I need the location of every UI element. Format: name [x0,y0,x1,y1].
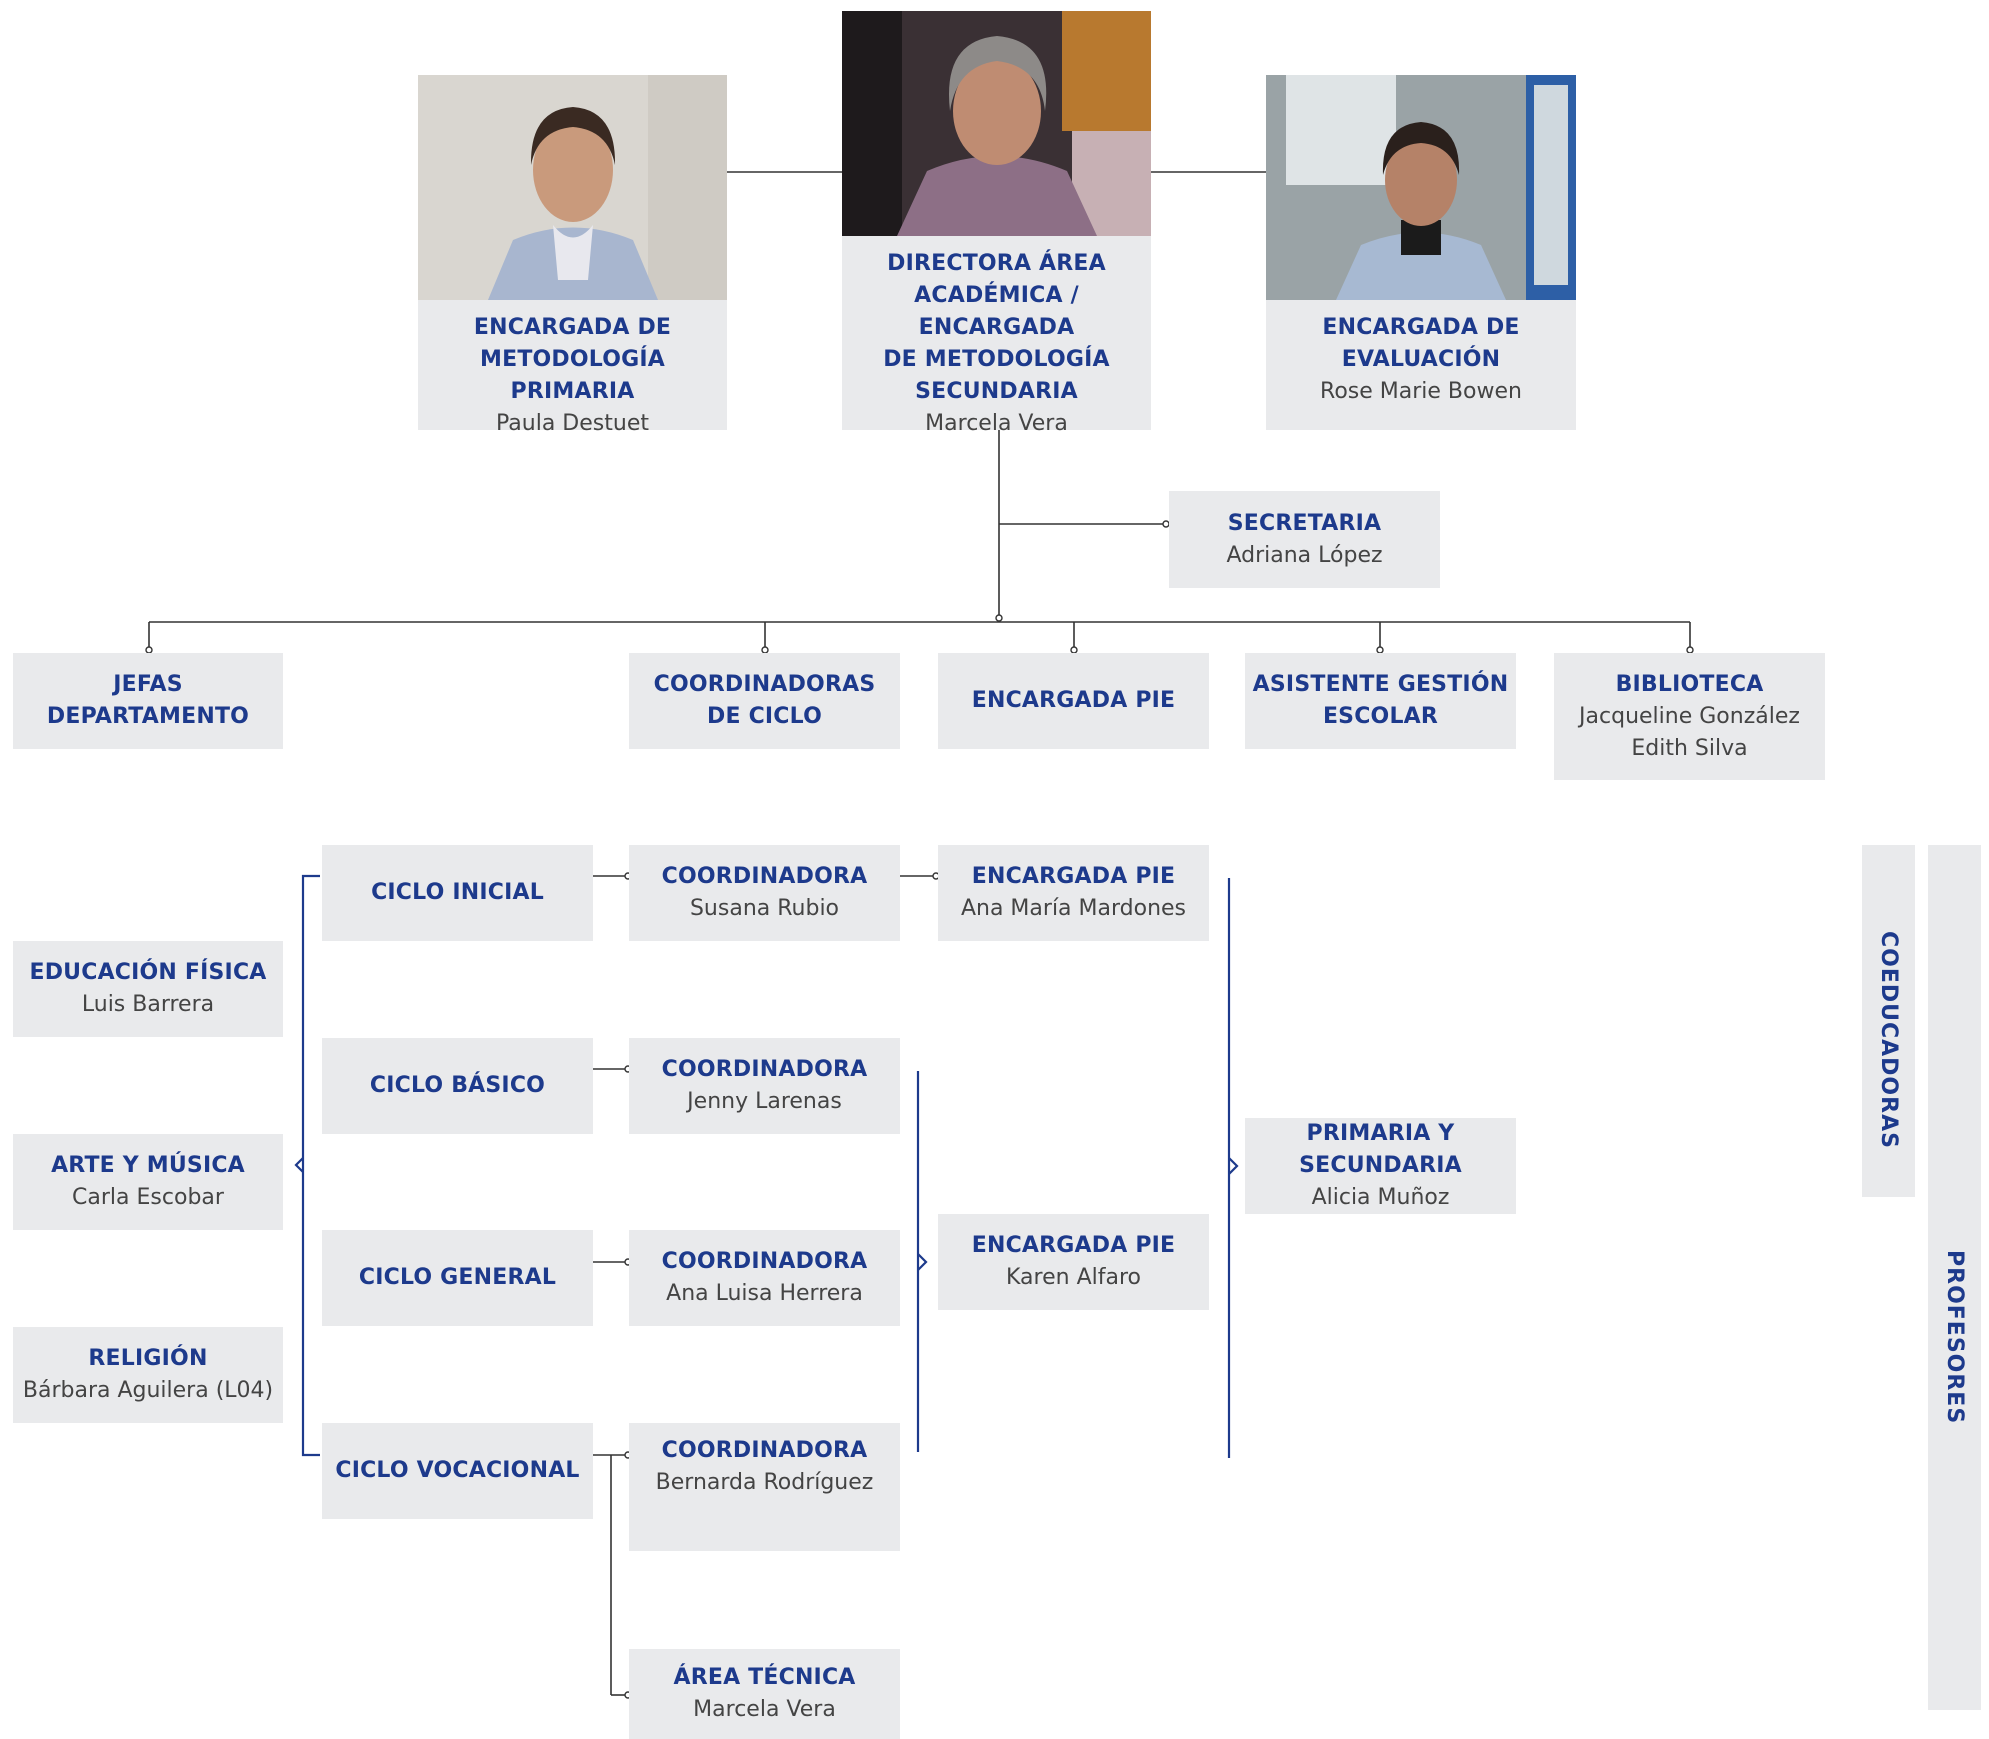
title-line: COORDINADORAS [653,672,876,697]
card-title: EDUCACIÓN FÍSICA [29,960,267,985]
title-line: DIRECTORA ÁREA [887,251,1106,276]
person-name: Alicia Muñoz [1311,1185,1450,1210]
card-evaluacion: ENCARGADA DE EVALUACIÓN Rose Marie Bowen [1266,75,1576,430]
card-asistente-gestion: ASISTENTE GESTIÓN ESCOLAR [1245,653,1516,749]
person-name: Jenny Larenas [687,1089,842,1114]
card-pie-mardones: ENCARGADA PIE Ana María Mardones [938,845,1209,941]
person-name: Paula Destuet [496,411,649,436]
title-line: SECUNDARIA [915,379,1078,404]
title-line: ENCARGADA DE [473,315,672,340]
card-ciclo-vocacional: CICLO VOCACIONAL [322,1423,593,1519]
person-name: Adriana López [1226,542,1383,568]
person-name: Edith Silva [1631,735,1748,761]
card-ciclo-inicial: CICLO INICIAL [322,845,593,941]
title-line: DE METODOLOGÍA [883,347,1110,372]
card-title: CICLO VOCACIONAL [335,1458,580,1483]
card-title: ENCARGADA PIE [971,1233,1176,1258]
card-coordinadoras-de-ciclo: COORDINADORAS DE CICLO [629,653,900,749]
card-encargada-pie: ENCARGADA PIE [938,653,1209,749]
column-profesores: PROFESORES [1928,845,1981,1710]
person-name: Marcela Vera [925,411,1068,436]
coeducadoras-label: COEDUCADORAS [1876,931,1901,1149]
card-coordinadora-basico: COORDINADORA Jenny Larenas [629,1038,900,1134]
card-title: JEFAS DEPARTAMENTO [46,672,250,729]
person-name: Bárbara Aguilera (L04) [22,1378,274,1403]
card-religion: RELIGIÓN Bárbara Aguilera (L04) [13,1327,283,1423]
card-educacion-fisica: EDUCACIÓN FÍSICA Luis Barrera [13,941,283,1037]
card-ciclo-basico: CICLO BÁSICO [322,1038,593,1134]
card-title: COORDINADORA [661,864,868,889]
card-directora-academica: DIRECTORA ÁREA ACADÉMICA / ENCARGADA DE … [842,11,1151,436]
card-title: CICLO BÁSICO [369,1073,546,1098]
card-title: ARTE Y MÚSICA [51,1153,245,1178]
title-line: ESCOLAR [1322,704,1439,729]
card-metodologia-primaria: ENCARGADA DE METODOLOGÍA PRIMARIA Paula … [418,75,727,436]
card-title: BIBLIOTECA [1615,671,1764,697]
card-title: COORDINADORA [661,1057,868,1082]
person-name: Carla Escobar [72,1185,224,1210]
card-title: CICLO GENERAL [358,1265,557,1290]
person-name: Ana Luisa Herrera [666,1281,863,1306]
photo-paula-destuet [418,75,727,300]
card-coordinadora-general: COORDINADORA Ana Luisa Herrera [629,1230,900,1326]
person-name: Rose Marie Bowen [1320,379,1522,404]
person-name: Bernarda Rodríguez [655,1470,874,1495]
profesores-label: PROFESORES [1942,1250,1967,1425]
person-name: Luis Barrera [81,992,215,1017]
card-title: COORDINADORA [661,1249,868,1274]
title-line: METODOLOGÍA PRIMARIA [480,347,665,404]
card-coordinadora-inicial: COORDINADORA Susana Rubio [629,845,900,941]
card-title: CICLO INICIAL [371,880,544,905]
card-primaria-secundaria: PRIMARIA Y SECUNDARIA Alicia Muñoz [1245,1118,1516,1214]
person-name: Susana Rubio [689,896,840,921]
card-ciclo-general: CICLO GENERAL [322,1230,593,1326]
person-name: Marcela Vera [693,1697,836,1722]
card-biblioteca: BIBLIOTECA Jacqueline González Edith Sil… [1554,653,1825,780]
card-coordinadora-vocacional: COORDINADORA Bernarda Rodríguez [629,1423,900,1551]
column-coeducadoras: COEDUCADORAS [1862,845,1915,1197]
photo-marcela-vera [842,11,1151,236]
photo-rose-marie-bowen [1266,75,1576,300]
card-title: ÁREA TÉCNICA [673,1665,856,1690]
card-title: RELIGIÓN [88,1346,208,1371]
title-line: EVALUACIÓN [1341,347,1501,372]
title-line: ENCARGADA DE [1322,315,1520,340]
title-line: ACADÉMICA / ENCARGADA [914,283,1079,340]
person-name: Ana María Mardones [960,896,1187,921]
title-line: ASISTENTE GESTIÓN [1252,672,1509,697]
card-area-tecnica: ÁREA TÉCNICA Marcela Vera [629,1649,900,1739]
card-title: ENCARGADA PIE [971,688,1176,713]
person-name: Jacqueline González [1579,703,1800,729]
title-line: DE CICLO [707,704,822,729]
person-name: Karen Alfaro [1006,1265,1141,1290]
card-title: SECRETARIA [1227,510,1382,536]
card-secretaria: SECRETARIA Adriana López [1169,491,1440,588]
card-title: COORDINADORA [661,1438,868,1463]
card-title: PRIMARIA Y SECUNDARIA [1299,1121,1462,1178]
card-title: ENCARGADA PIE [971,864,1176,889]
card-arte-y-musica: ARTE Y MÚSICA Carla Escobar [13,1134,283,1230]
card-pie-alfaro: ENCARGADA PIE Karen Alfaro [938,1214,1209,1310]
card-jefas-departamento: JEFAS DEPARTAMENTO [13,653,283,749]
